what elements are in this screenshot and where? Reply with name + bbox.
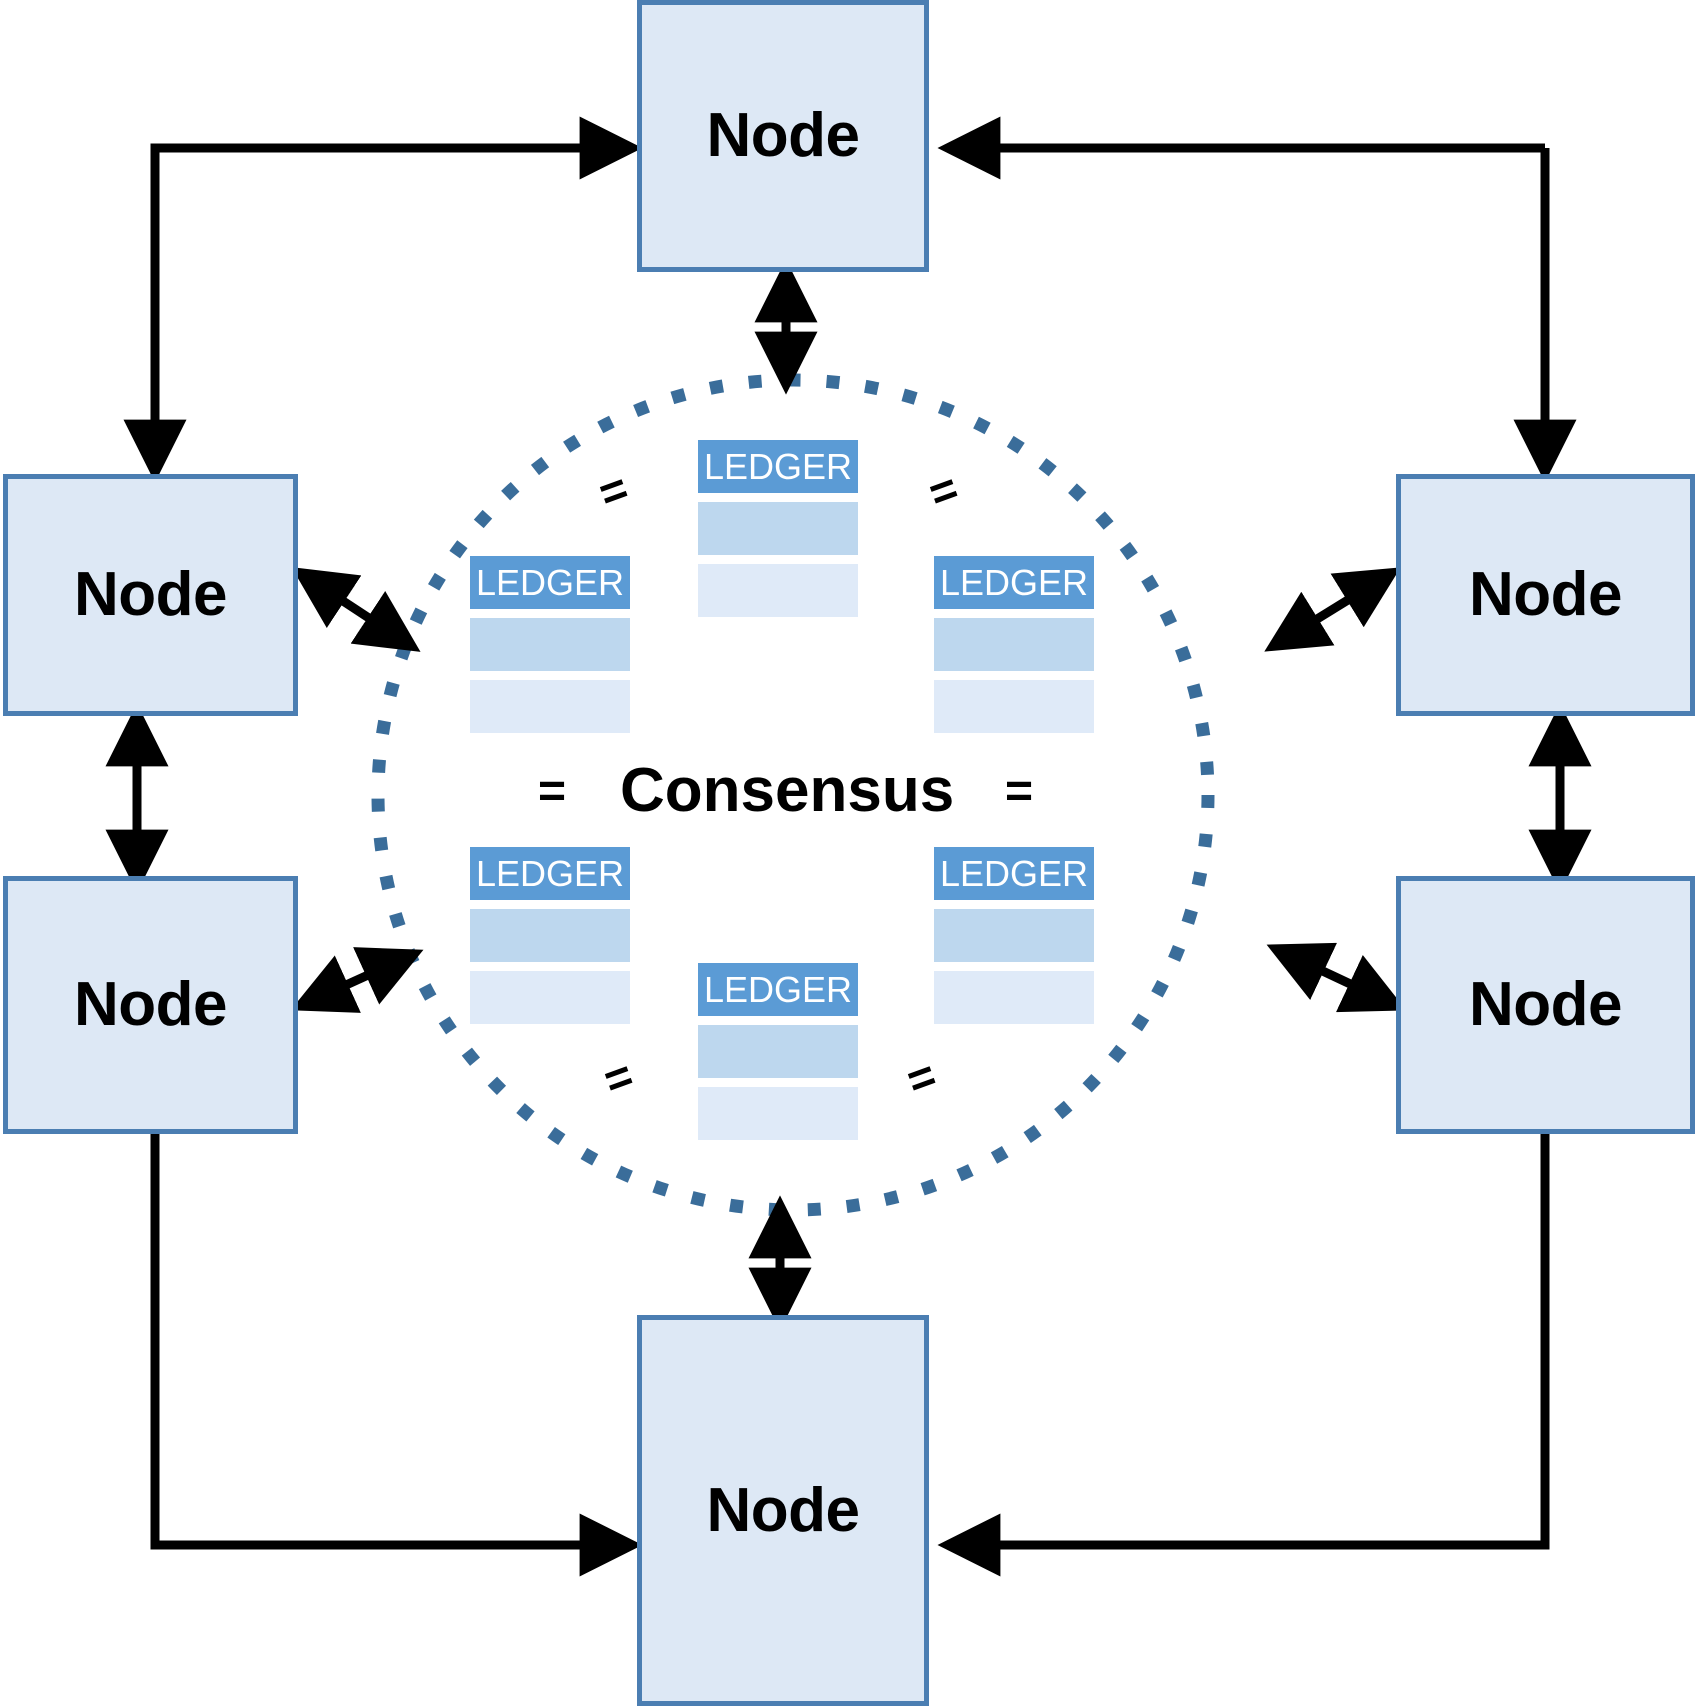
ledger-upper-left-header-label: LEDGER	[475, 561, 625, 603]
node-right-upper-label: Node	[1469, 560, 1623, 629]
equals-mark-top-right: =	[921, 462, 964, 520]
node-left-upper-label: Node	[74, 560, 228, 629]
ledger-top[interactable]: LEDGER	[698, 440, 858, 617]
ledger-upper-left-row-2	[470, 680, 630, 733]
equals-mark-top-left: =	[591, 462, 634, 520]
equals-mark-mid-right: =	[1005, 765, 1033, 818]
ledger-top-row-2	[698, 564, 858, 617]
ledger-top-row-1	[698, 502, 858, 555]
ledger-bottom-row-2	[698, 1087, 858, 1140]
node-left-lower-label: Node	[74, 970, 228, 1039]
ledger-upper-right-row-1	[934, 618, 1094, 671]
ledger-lower-left-row-1	[470, 909, 630, 962]
ledger-upper-left-header: LEDGER	[470, 556, 630, 609]
link-node-left-upper-to-consensus	[291, 567, 421, 652]
consensus-label: Consensus	[620, 756, 955, 825]
node-top-label: Node	[706, 101, 861, 170]
node-top[interactable]: Node	[637, 0, 929, 272]
equals-mark-mid-left: =	[538, 765, 566, 818]
ledger-lower-left[interactable]: LEDGER	[470, 847, 630, 1024]
link-node-right-lower-to-consensus	[1266, 942, 1407, 1013]
equals-mark-bottom-left: =	[596, 1049, 639, 1107]
ledger-lower-right[interactable]: LEDGER	[934, 847, 1094, 1024]
node-right-lower[interactable]: Node	[1396, 876, 1695, 1134]
ledger-top-header-label: LEDGER	[703, 445, 853, 487]
ledger-lower-left-row-2	[470, 971, 630, 1024]
node-right-upper[interactable]: Node	[1396, 474, 1695, 716]
node-bottom[interactable]: Node	[637, 1315, 929, 1706]
ledger-lower-right-row-2	[934, 971, 1094, 1024]
link-top-to-left-upper	[123, 116, 643, 483]
ledger-lower-left-header-label: LEDGER	[475, 852, 625, 894]
ledger-top-header: LEDGER	[698, 440, 858, 493]
link-node-right-upper-to-consensus	[1264, 567, 1401, 652]
ledger-lower-right-header-label: LEDGER	[939, 852, 1089, 894]
ledger-upper-right[interactable]: LEDGER	[934, 556, 1094, 733]
node-left-lower[interactable]: Node	[3, 876, 298, 1134]
ledger-upper-right-row-2	[934, 680, 1094, 733]
ledger-lower-right-header: LEDGER	[934, 847, 1094, 900]
node-left-upper[interactable]: Node	[3, 474, 298, 716]
link-bottom-to-left-lower	[150, 1134, 643, 1577]
node-right-lower-label: Node	[1469, 970, 1623, 1039]
ledger-lower-right-row-1	[934, 909, 1094, 962]
ledger-upper-right-header: LEDGER	[934, 556, 1094, 609]
ledger-upper-right-header-label: LEDGER	[939, 561, 1089, 603]
ledger-bottom[interactable]: LEDGER	[698, 963, 858, 1140]
ledger-bottom-row-1	[698, 1025, 858, 1078]
link-top-to-right-upper	[937, 116, 1577, 483]
link-node-left-lower-to-consensus	[290, 947, 424, 1013]
ledger-bottom-header: LEDGER	[698, 963, 858, 1016]
ledger-upper-left[interactable]: LEDGER	[470, 556, 630, 733]
ledger-lower-left-header: LEDGER	[470, 847, 630, 900]
equals-mark-bottom-right: =	[899, 1049, 942, 1107]
ledger-upper-left-row-1	[470, 618, 630, 671]
node-bottom-label: Node	[706, 1475, 861, 1545]
link-bottom-to-right-lower	[937, 1134, 1550, 1577]
ledger-bottom-header-label: LEDGER	[703, 968, 853, 1010]
